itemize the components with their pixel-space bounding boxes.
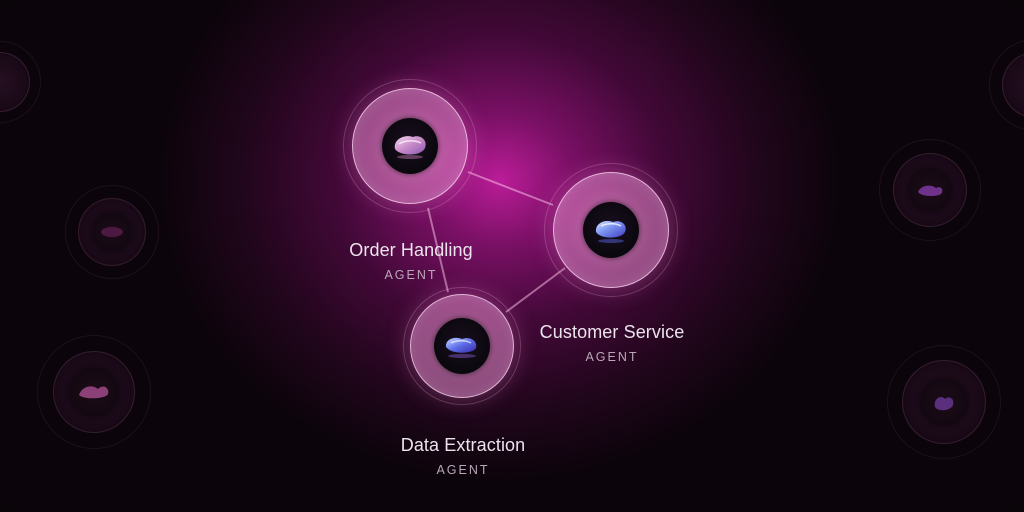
agent-name: Order Handling	[349, 240, 473, 260]
glass-blob-icon	[918, 185, 943, 197]
glass-blob-icon	[394, 136, 426, 159]
agent-node-faded	[65, 185, 159, 279]
agent-node-faded	[879, 139, 981, 241]
glass-blob-icon	[101, 227, 123, 237]
glass-blob-icon	[79, 386, 109, 399]
glass-blob-icon	[445, 337, 477, 358]
agent-label-customer-service: Customer Service AGENT	[526, 322, 698, 364]
agent-label-data-extraction: Data Extraction AGENT	[388, 435, 538, 477]
agent-node-data-extraction[interactable]	[403, 287, 521, 405]
agent-type: AGENT	[436, 463, 490, 477]
glass-blob-icon	[595, 221, 626, 243]
link-order-customer	[467, 171, 554, 206]
glass-blob-icon	[934, 396, 954, 411]
agent-node-order-handling[interactable]	[343, 79, 477, 213]
link-customer-data	[505, 267, 566, 313]
agent-label-order-handling: Order Handling AGENT	[339, 240, 483, 282]
agent-node-faded	[37, 335, 151, 449]
agent-name: Customer Service	[539, 322, 685, 342]
agent-name: Data Extraction	[400, 435, 526, 455]
agent-node-faded	[887, 345, 1001, 459]
agent-type: AGENT	[585, 350, 639, 364]
agent-node-customer-service[interactable]	[544, 163, 678, 297]
agent-type: AGENT	[384, 268, 438, 282]
agent-node-faded	[0, 41, 41, 123]
link-order-data	[427, 207, 449, 293]
